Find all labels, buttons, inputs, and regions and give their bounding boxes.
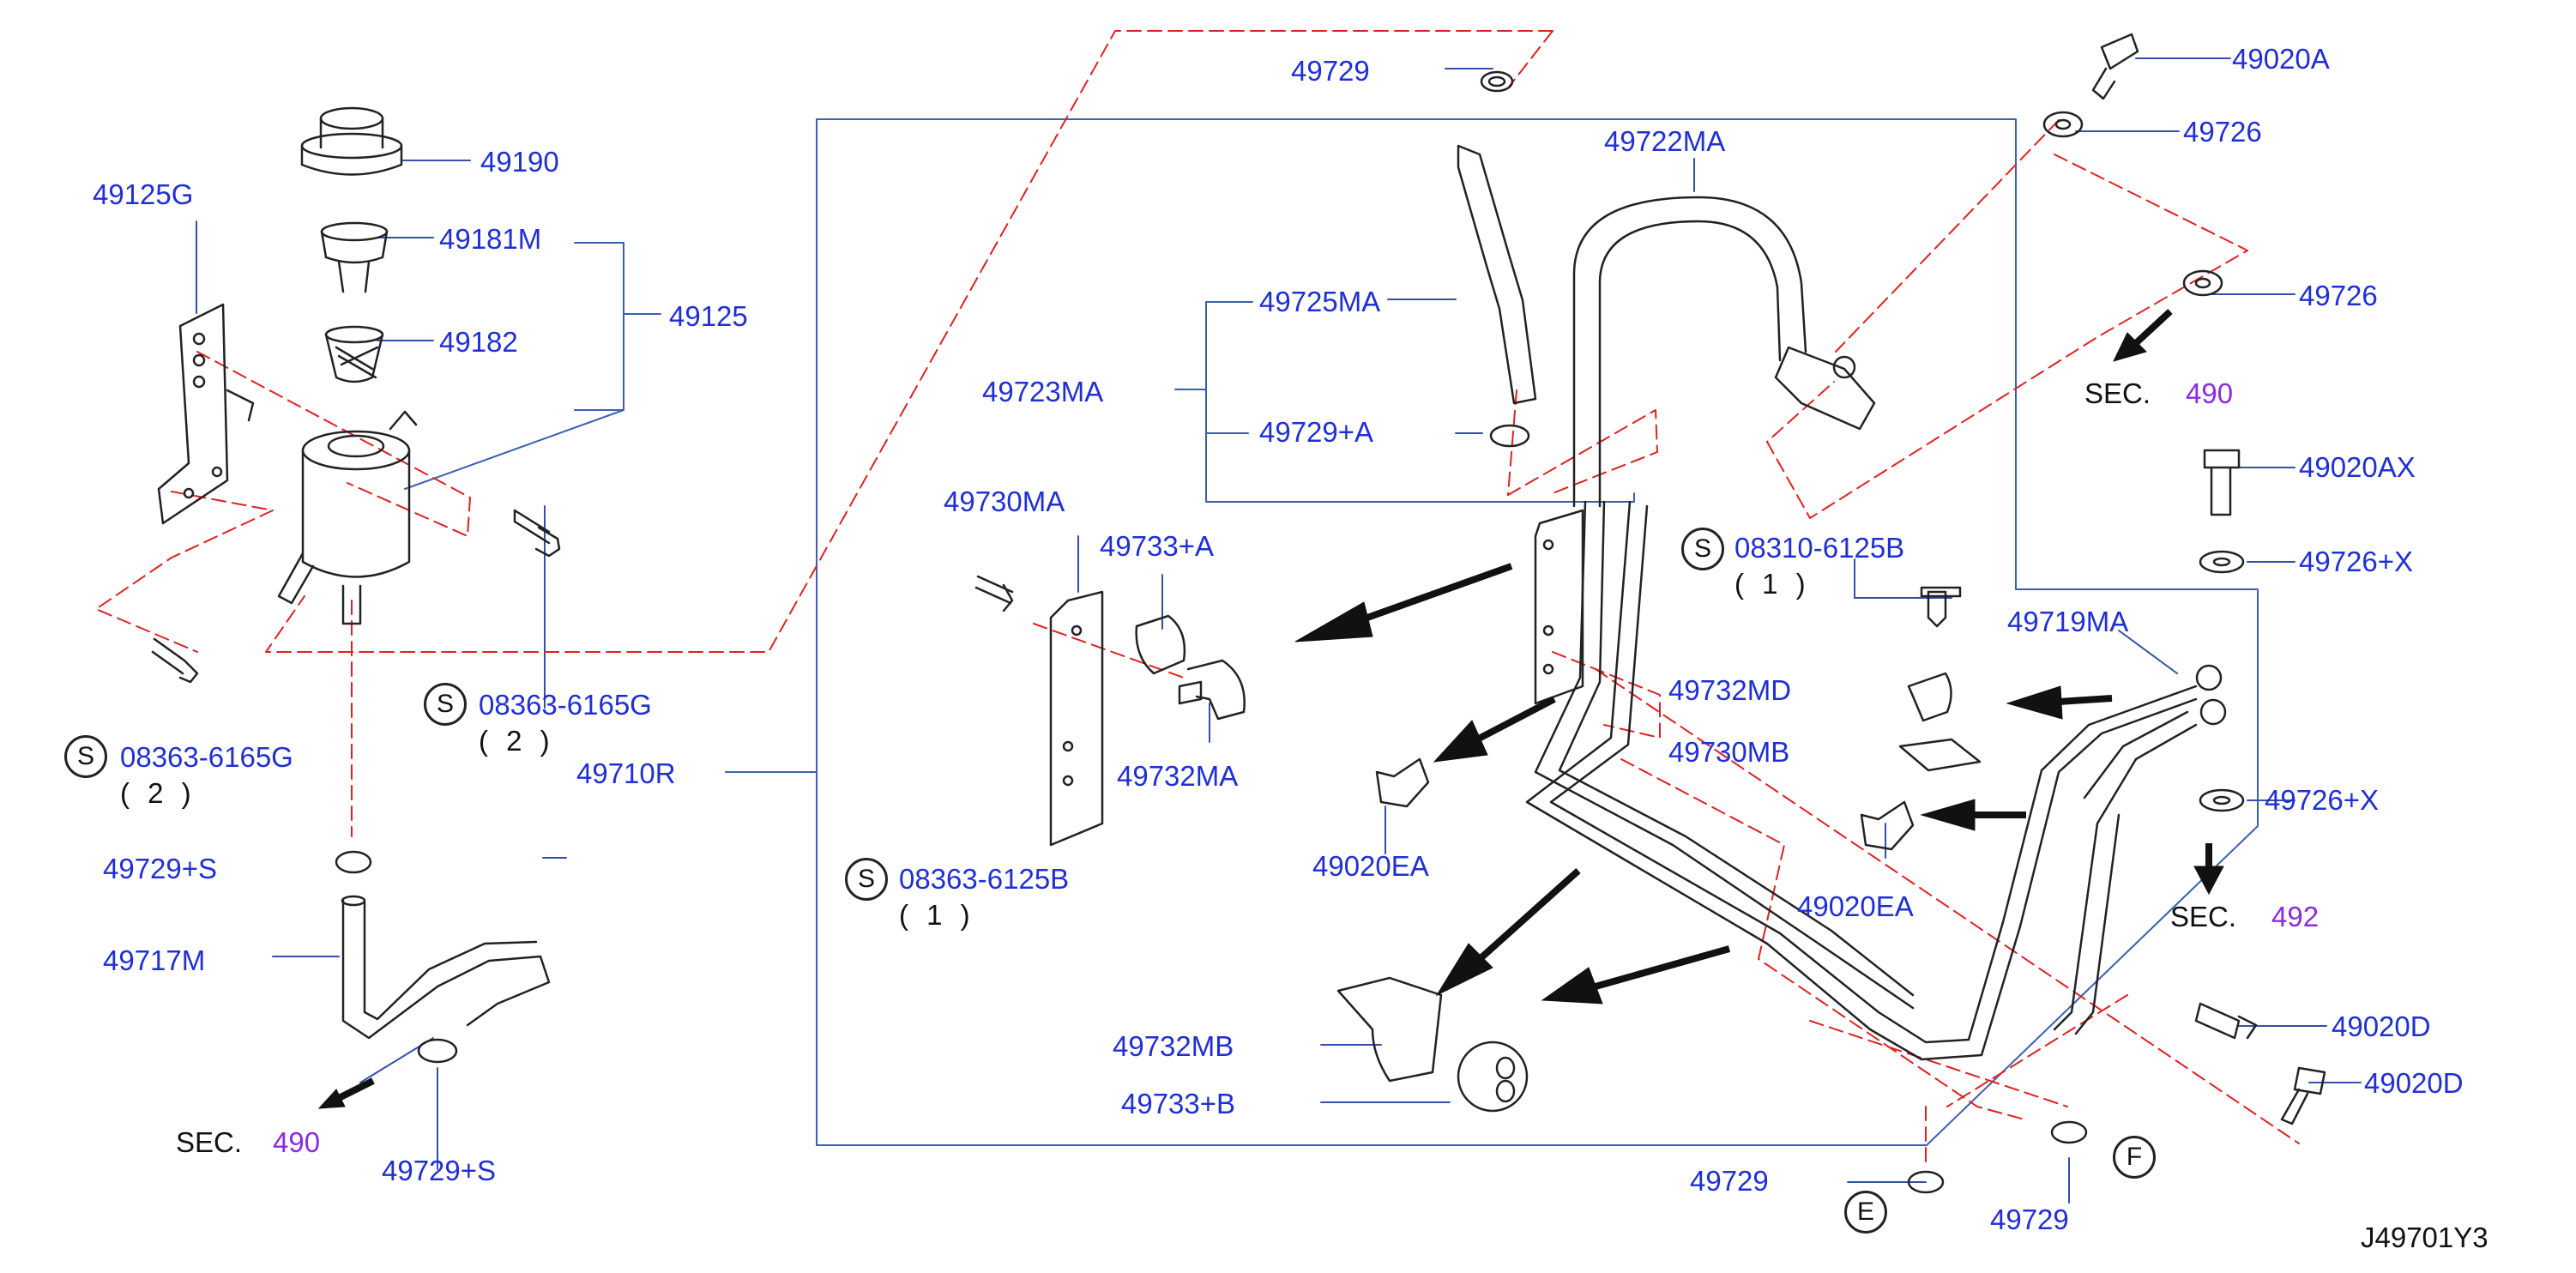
part-number-49733b[interactable]: 49733+B — [1121, 1088, 1236, 1119]
part-number-49020ea-right[interactable]: 49020EA — [1797, 890, 1914, 922]
bracket-49730MA — [1049, 590, 1104, 847]
part-number-49020ea-left[interactable]: 49020EA — [1312, 850, 1429, 882]
part-number-49729a[interactable]: 49729+A — [1259, 416, 1374, 448]
part-number-08363-6165g-left[interactable]: 08363-6165G — [120, 741, 293, 773]
part-number-08310-6125b[interactable]: 08310-6125B — [1734, 532, 1905, 564]
section-ref-490-right[interactable]: 490 — [2186, 377, 2234, 409]
part-number-49730mb[interactable]: 49730MB — [1668, 736, 1790, 768]
standard-part-marker: S — [845, 858, 888, 901]
strainer-49182 — [324, 325, 384, 383]
part-number-49020d-lower[interactable]: 49020D — [2364, 1067, 2464, 1099]
standard-part-marker: S — [64, 735, 107, 778]
hose-49722MA — [1572, 196, 1876, 508]
reservoir-tank-49125 — [277, 410, 418, 625]
section-ref-prefix: SEC. — [2170, 901, 2237, 932]
part-number-49181m[interactable]: 49181M — [439, 223, 542, 255]
part-number-49725ma[interactable]: 49725MA — [1259, 286, 1381, 317]
part-number-49729s-lower[interactable]: 49729+S — [382, 1155, 497, 1186]
reservoir-cap-49190 — [300, 106, 403, 176]
bracket-49730MB — [1534, 509, 1584, 705]
bracket-49125G — [157, 303, 255, 525]
clamp-49732MD — [1898, 672, 1982, 772]
part-number-49729s-upper[interactable]: 49729+S — [103, 853, 218, 884]
clamp-49732MB-49733B — [1336, 976, 1529, 1113]
connector-e: E — [1844, 1191, 1887, 1234]
part-number-49722ma[interactable]: 49722MA — [1604, 125, 1726, 157]
hose-49725MA — [1457, 144, 1537, 405]
quantity-08363-6165g-left: ( 2 ) — [120, 777, 196, 809]
assembly-frame — [404, 118, 2259, 1146]
quantity-08363-6125b: ( 1 ) — [899, 899, 975, 931]
standard-part-marker: S — [1681, 528, 1724, 570]
part-number-49125g[interactable]: 49125G — [93, 178, 194, 210]
part-number-49733a[interactable]: 49733+A — [1100, 530, 1215, 562]
part-number-49726-mid[interactable]: 49726 — [2299, 280, 2378, 311]
section-ref-prefix: SEC. — [2084, 377, 2151, 409]
part-number-49732mb[interactable]: 49732MB — [1113, 1030, 1234, 1062]
part-number-49730ma[interactable]: 49730MA — [944, 486, 1065, 517]
part-number-49020a[interactable]: 49020A — [2232, 43, 2330, 75]
part-number-49710r[interactable]: 49710R — [576, 757, 676, 789]
section-ref-490-left[interactable]: 490 — [273, 1126, 321, 1158]
part-number-08363-6165g-mid[interactable]: 08363-6165G — [479, 689, 652, 721]
clips-49020EA — [1375, 757, 1915, 851]
pipe-assembly-49710R — [1525, 500, 2227, 1061]
part-number-49719ma[interactable]: 49719MA — [2007, 606, 2129, 637]
hose-49717M — [341, 895, 551, 1040]
part-number-49723ma[interactable]: 49723MA — [982, 376, 1104, 407]
part-number-49726x-upper[interactable]: 49726+X — [2299, 546, 2414, 577]
section-ref-prefix: SEC. — [176, 1126, 243, 1158]
part-number-49125[interactable]: 49125 — [669, 300, 748, 332]
part-number-49020ax[interactable]: 49020AX — [2299, 451, 2416, 483]
figure-id: J49701Y3 — [2361, 1222, 2489, 1253]
leader-lines — [196, 57, 2362, 1204]
clamp-49733A-49732MA — [1135, 614, 1246, 721]
part-number-49732ma[interactable]: 49732MA — [1117, 760, 1239, 792]
part-number-49729-bottom-left[interactable]: 49729 — [1690, 1165, 1769, 1197]
part-number-49726x-lower[interactable]: 49726+X — [2265, 784, 2380, 816]
part-number-49732md[interactable]: 49732MD — [1668, 674, 1792, 706]
hose-clamps — [335, 70, 2088, 1194]
washers — [2042, 111, 2245, 812]
dashed-reference-lines — [95, 30, 2300, 1167]
connector-f: F — [2113, 1136, 2156, 1179]
bolts — [151, 33, 2326, 1125]
part-number-49190[interactable]: 49190 — [480, 146, 559, 178]
direction-arrows — [317, 309, 2224, 1109]
part-number-49717m[interactable]: 49717M — [103, 944, 206, 976]
quantity-08310-6125b: ( 1 ) — [1734, 568, 1811, 600]
part-number-49729-bottom-right[interactable]: 49729 — [1990, 1204, 2069, 1235]
section-ref-492[interactable]: 492 — [2271, 901, 2320, 932]
quantity-08363-6165g-mid: ( 2 ) — [479, 725, 555, 757]
cap-49181M — [320, 221, 389, 293]
part-number-49020d-upper[interactable]: 49020D — [2332, 1011, 2431, 1042]
part-number-49729-top[interactable]: 49729 — [1291, 55, 1370, 87]
standard-part-marker: S — [424, 683, 467, 726]
part-number-08363-6125b[interactable]: 08363-6125B — [899, 863, 1070, 895]
part-number-49182[interactable]: 49182 — [439, 326, 518, 358]
part-number-49726-top[interactable]: 49726 — [2183, 116, 2262, 148]
